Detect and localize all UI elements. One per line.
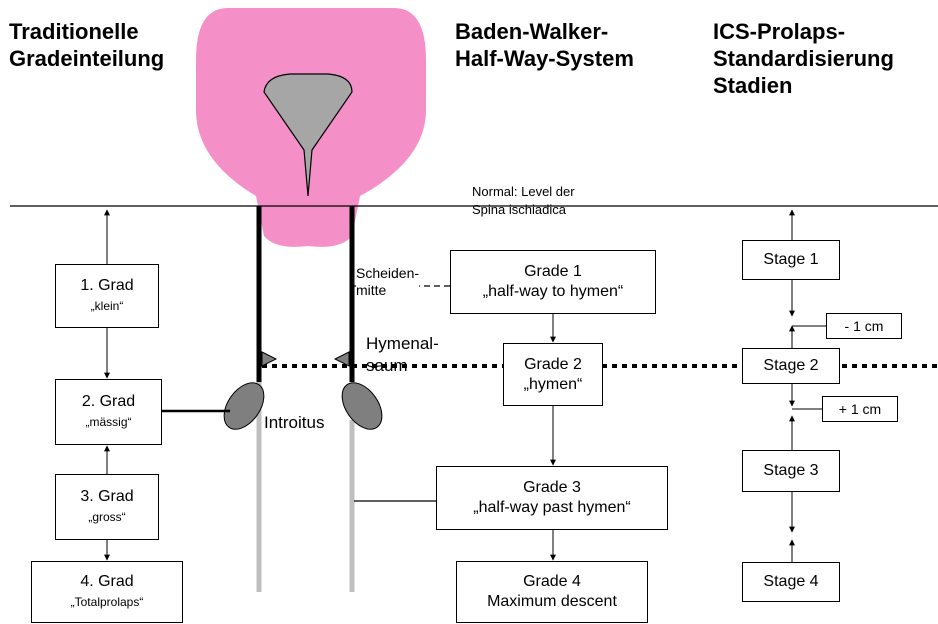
header-traditional: Traditionelle Gradeinteilung — [9, 19, 165, 71]
plus-1cm-box: + 1 cm — [822, 396, 898, 422]
ics-stage-1-box: Stage 1 — [742, 240, 840, 280]
ics-stage-3-label: Stage 3 — [763, 462, 819, 479]
ics-stage-1-label: Stage 1 — [763, 251, 819, 268]
plus-1cm-label: + 1 cm — [838, 401, 882, 417]
ics-stage-4-label: Stage 4 — [763, 573, 819, 590]
trad-grade-4-title: 4. Grad — [80, 573, 134, 590]
ics-stage-2-label: Stage 2 — [763, 357, 819, 374]
bw-grade-1-box: Grade 1 „half-way to hymen“ — [450, 250, 656, 314]
hymen-marker-right — [333, 351, 350, 367]
bw-grade-2-title: Grade 2 — [524, 355, 582, 373]
introitus-right — [341, 382, 383, 430]
header-baden-walker: Baden-Walker- Half-Way-System — [455, 19, 634, 71]
bw-grade-1-title: Grade 1 — [524, 263, 582, 280]
introitus-left — [223, 382, 265, 430]
trad-grade-4-box: 4. Grad „Totalprolaps“ — [31, 561, 183, 623]
minus-1cm-box: - 1 cm — [826, 313, 902, 339]
header-ics: ICS-Prolaps- Standardisierung Stadien — [713, 19, 894, 98]
trad-grade-3-box: 3. Grad „gross“ — [55, 474, 159, 540]
hymen-marker-left — [261, 351, 278, 367]
trad-grade-1-box: 1. Grad „klein“ — [55, 264, 159, 328]
introitus-label: Introitus — [264, 413, 325, 432]
bw-grade-4-box: Grade 4 Maximum descent — [456, 561, 648, 623]
bw-grade-1-desc: „half-way to hymen“ — [482, 283, 624, 300]
bw-grade-2-desc: „hymen“ — [523, 375, 583, 393]
ics-stage-4-box: Stage 4 — [742, 562, 840, 602]
bw-grade-2-box: Grade 2 „hymen“ — [503, 343, 603, 406]
trad-grade-1-desc: „klein“ — [90, 299, 124, 313]
trad-grade-2-box: 2. Grad „mässig“ — [55, 379, 162, 445]
trad-grade-1-title: 1. Grad — [80, 277, 134, 294]
cervix-shape — [263, 73, 353, 197]
ics-stage-3-box: Stage 3 — [742, 450, 840, 492]
trad-grade-4-desc: „Totalprolaps“ — [70, 595, 144, 609]
scheidenmitte-label: Scheiden- mitte — [356, 265, 420, 299]
bw-grade-3-desc: „half-way past hymen“ — [473, 499, 631, 516]
hymenalsaum-label: Hymenal- saum — [366, 334, 439, 375]
trad-grade-3-desc: „gross“ — [88, 510, 126, 524]
ics-stage-2-box: Stage 2 — [742, 348, 840, 384]
bw-grade-4-title: Grade 4 — [523, 573, 581, 590]
bw-grade-3-box: Grade 3 „half-way past hymen“ — [436, 466, 668, 530]
trad-grade-2-title: 2. Grad — [81, 393, 136, 410]
bw-grade-3-title: Grade 3 — [523, 479, 581, 496]
bw-grade-4-desc: Maximum descent — [487, 593, 617, 610]
minus-1cm-label: - 1 cm — [844, 318, 884, 334]
trad-grade-2-desc: „mässig“ — [85, 415, 132, 429]
trad-grade-3-title: 3. Grad — [80, 488, 134, 505]
normal-level-label: Normal: Level der Spina ischiadica — [472, 184, 575, 217]
